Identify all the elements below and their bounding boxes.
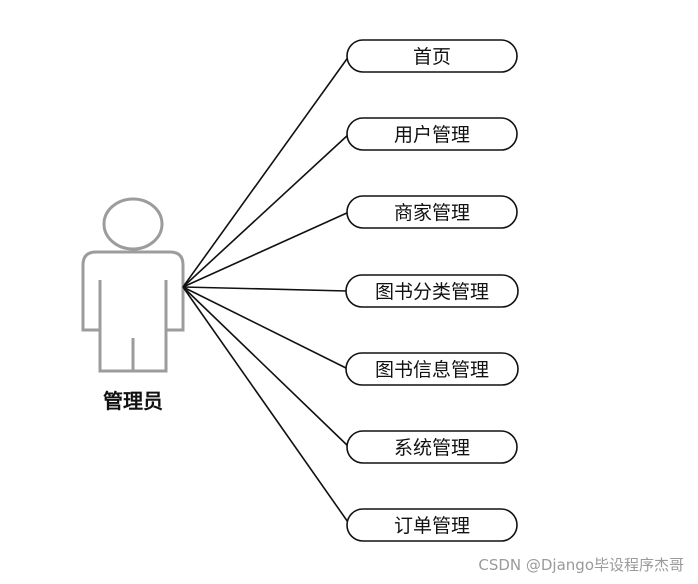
association-line <box>182 55 350 288</box>
use-case-shape <box>345 352 519 386</box>
use-case-label: 用户管理 <box>394 124 470 146</box>
watermark-text: CSDN @Django毕设程序杰哥 <box>478 556 684 574</box>
use-case-label: 系统管理 <box>394 437 470 459</box>
use-case-shape <box>346 117 518 151</box>
use-case-label: 首页 <box>413 46 451 68</box>
actor-figure <box>81 197 185 373</box>
use-case-user-management: 用户管理 <box>346 117 518 151</box>
association-line <box>182 286 349 370</box>
use-case-shape <box>346 39 518 73</box>
use-case-system-management: 系统管理 <box>346 430 518 464</box>
use-case-shape <box>346 430 518 464</box>
association-line <box>182 286 350 448</box>
actor-label: 管理员 <box>103 389 163 413</box>
use-case-首页: 首页 <box>346 39 518 73</box>
use-case-label: 订单管理 <box>394 515 470 537</box>
actor-head <box>102 197 164 251</box>
use-case-shape <box>346 195 518 229</box>
use-case-book-category-management: 图书分类管理 <box>345 274 519 308</box>
use-case-shape <box>346 508 518 542</box>
use-case-merchant-management: 商家管理 <box>346 195 518 229</box>
use-case-book-info-management: 图书信息管理 <box>345 352 519 386</box>
use-case-label: 商家管理 <box>394 202 470 224</box>
association-line <box>182 286 351 526</box>
use-case-shape <box>345 274 519 308</box>
use-case-label: 图书信息管理 <box>375 359 489 381</box>
association-line <box>182 286 348 292</box>
association-lines <box>182 55 351 526</box>
actor-body <box>81 250 185 373</box>
use-case-label: 图书分类管理 <box>375 281 489 303</box>
association-line <box>182 133 350 288</box>
association-line <box>182 211 350 288</box>
use-case-order-management: 订单管理 <box>346 508 518 542</box>
